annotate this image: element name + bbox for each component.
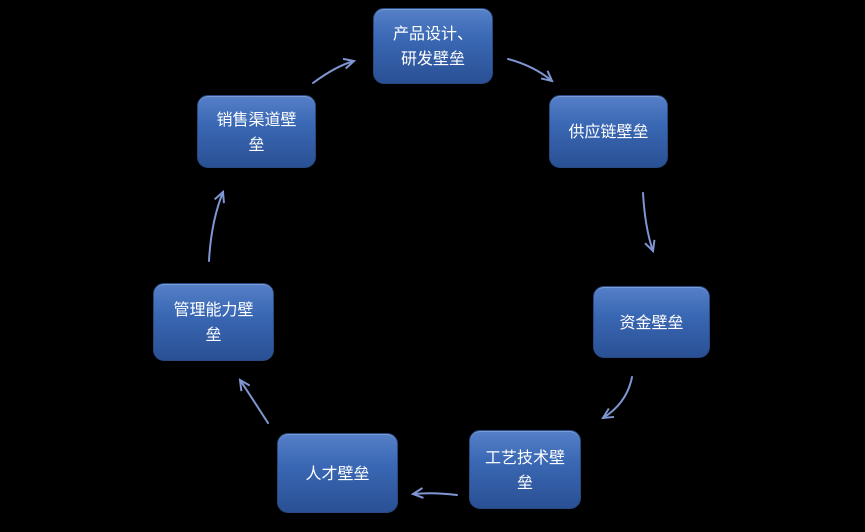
node-label-line: 供应链壁垒: [568, 122, 649, 141]
node-sales-channel-barrier: 销售渠道壁 垒: [197, 95, 316, 168]
arrow-management-to-sales-channel: [208, 189, 225, 262]
node-label-line: 工艺技术壁: [484, 447, 565, 467]
node-label-line: 资金壁垒: [619, 312, 684, 332]
node-supply-chain-barrier: 供应链壁垒: [549, 95, 668, 168]
arrow-talent-to-management: [238, 378, 269, 424]
node-talent-barrier: 人才壁垒: [277, 433, 398, 513]
arrow-supply-chain-to-capital: [642, 192, 656, 254]
node-label-line: 人才壁垒: [305, 463, 370, 483]
node-label-line: 研发壁垒: [400, 49, 465, 68]
node-label-line: 销售渠道壁: [216, 109, 297, 129]
node-process-technology-barrier: 工艺技术壁 垒: [469, 430, 581, 509]
arrow-product-design-to-supply-chain: [507, 58, 554, 83]
node-label-line: 产品设计、: [392, 24, 473, 43]
node-management-barrier: 管理能力壁 垒: [153, 283, 274, 361]
arrow-sales-channel-to-product-design: [312, 57, 357, 84]
node-capital-barrier: 资金壁垒: [593, 286, 710, 358]
node-label-line: 垒: [248, 134, 265, 154]
arrow-capital-to-process-technology: [601, 376, 633, 420]
node-label-line: 垒: [205, 325, 222, 344]
node-label-line: 垒: [516, 472, 533, 492]
node-product-design-rd-barrier: 产品设计、 研发壁垒: [373, 8, 493, 84]
node-label-line: 管理能力壁: [173, 300, 254, 319]
arrow-process-technology-to-talent: [410, 487, 458, 499]
